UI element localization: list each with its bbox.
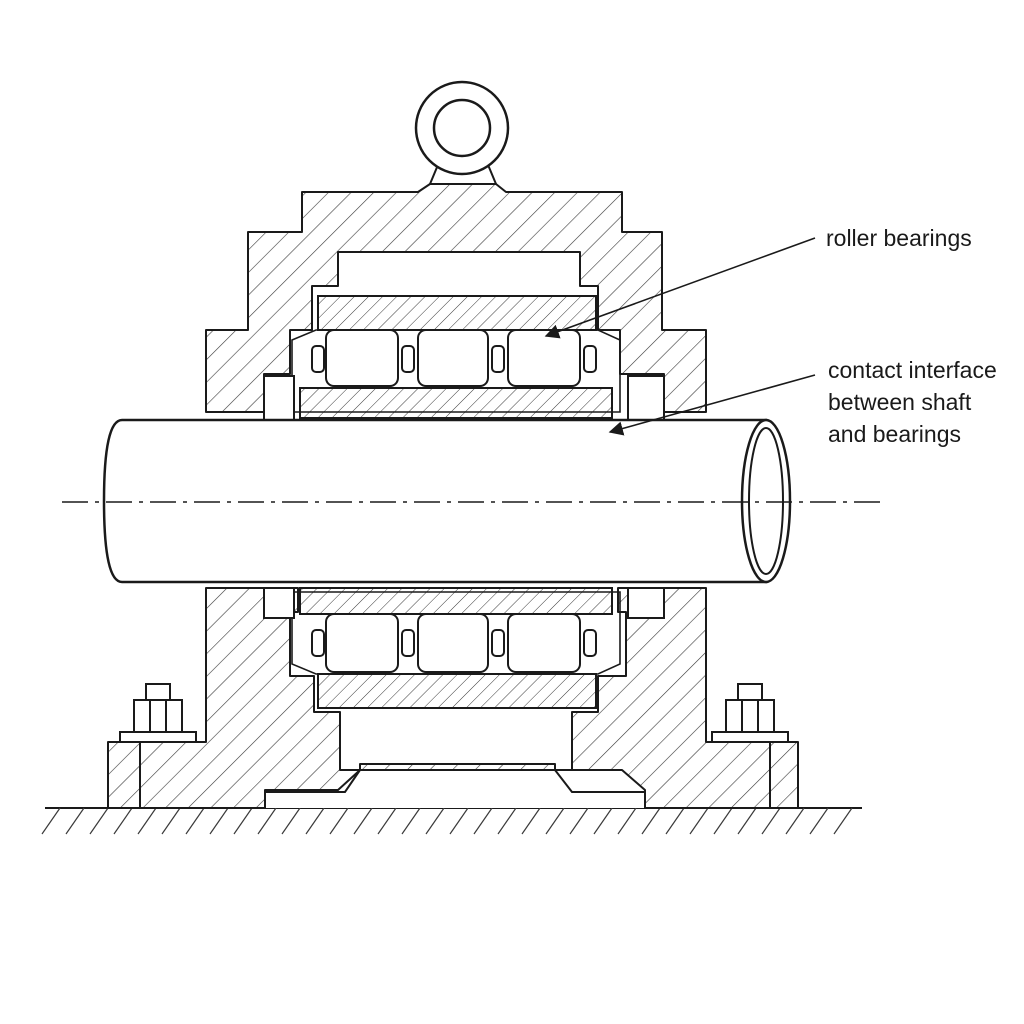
bearing-cage-bottom (291, 591, 621, 675)
outer-race-top (317, 295, 597, 331)
base-foot (264, 769, 646, 808)
label-roller-bearings: roller bearings (826, 225, 972, 251)
anchor-bolt-right (711, 683, 789, 743)
anchor-bolt-left (119, 683, 197, 743)
label-contact-line-3: and bearings (828, 421, 961, 447)
inner-race-top (299, 387, 613, 419)
leader-roller-bearings (544, 237, 816, 339)
shaft (102, 418, 792, 584)
rollers-bottom (311, 613, 597, 673)
inner-race-bottom (299, 587, 613, 615)
outer-race-bottom (317, 673, 597, 709)
label-contact-interface: contact interface between shaft and bear… (828, 354, 997, 450)
label-contact-line-2: between shaft (828, 389, 972, 415)
lifting-eye (414, 80, 510, 185)
rollers-top (311, 329, 597, 387)
label-contact-line-1: contact interface (828, 357, 997, 383)
leader-contact-interface (608, 374, 816, 436)
ground (41, 807, 862, 835)
